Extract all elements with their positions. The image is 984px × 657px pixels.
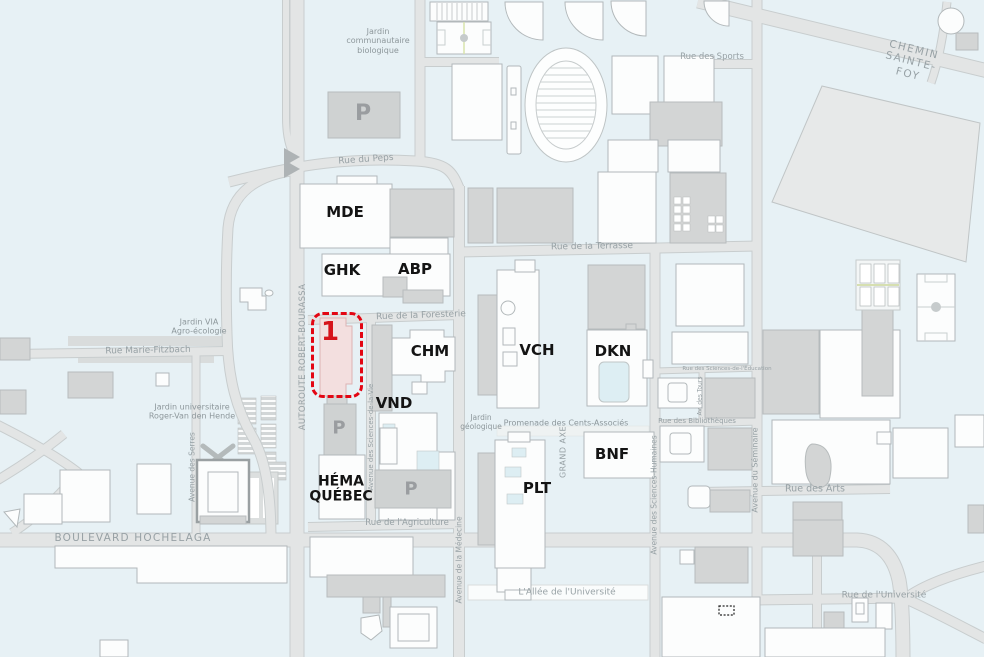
stadium-track bbox=[524, 47, 608, 163]
pavilion-envirotron bbox=[195, 458, 251, 524]
promenade-band bbox=[496, 425, 650, 437]
wedge-structure bbox=[504, 1, 544, 41]
stand-strip bbox=[506, 65, 522, 155]
sidewalk-band bbox=[54, 545, 288, 584]
merge-arrows bbox=[284, 148, 300, 178]
parking-lot-north bbox=[327, 91, 401, 139]
mde-building bbox=[299, 183, 393, 249]
parking-lot-south bbox=[374, 469, 452, 509]
bleachers bbox=[429, 1, 489, 22]
marker-number: 1 bbox=[321, 317, 340, 347]
allee-band bbox=[467, 584, 649, 601]
bnf-building bbox=[583, 431, 655, 479]
large-slanted-building bbox=[771, 85, 981, 263]
hema-quebec-building bbox=[318, 454, 366, 520]
vch-building bbox=[496, 269, 540, 409]
parking-lot-mid bbox=[323, 403, 357, 463]
chm-building bbox=[391, 329, 456, 383]
highlighted-building-marker[interactable]: 1 bbox=[311, 312, 363, 398]
dotted-detail bbox=[718, 605, 735, 616]
